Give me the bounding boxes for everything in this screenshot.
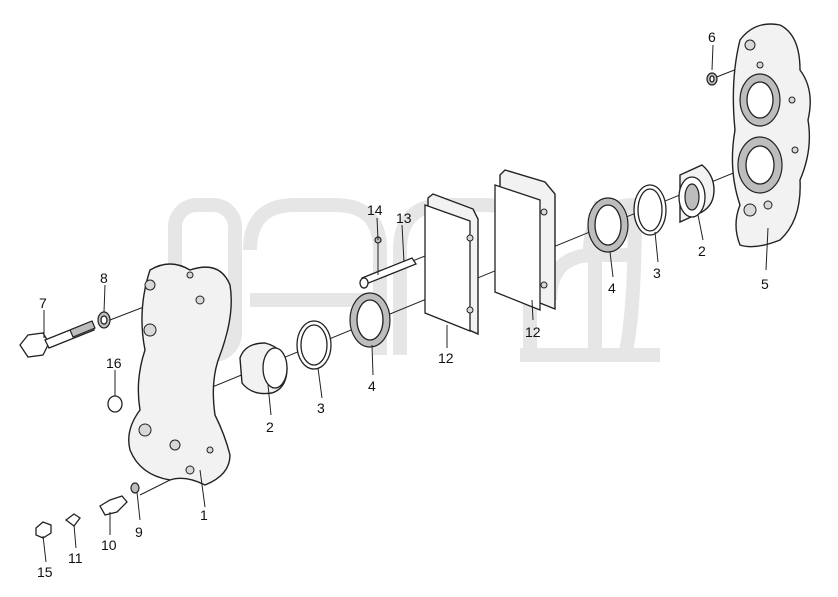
callout-7: 7: [39, 295, 47, 311]
callout-labels: 1 2 2 3 3 4 4 5 6 7 8 9 10 11 12 12 13 1…: [37, 29, 769, 580]
leader-lines: [42, 44, 769, 563]
washer-8: [97, 311, 111, 329]
callout-16: 16: [106, 355, 122, 371]
seal-9: [130, 482, 140, 494]
guide-pin-13: [359, 257, 417, 289]
callout-11: 11: [68, 550, 83, 566]
washer-16: [107, 395, 123, 413]
dust-seal-right: [587, 197, 629, 253]
callout-4-left: 4: [368, 378, 376, 394]
callout-12-left: 12: [438, 350, 454, 366]
callout-3-left: 3: [317, 400, 325, 416]
callout-15: 15: [37, 564, 53, 580]
callout-9: 9: [135, 524, 143, 540]
cap-15: [35, 521, 52, 539]
callout-2-right: 2: [698, 243, 706, 259]
callout-5: 5: [761, 276, 769, 292]
watermark-logo: TM: [168, 197, 660, 362]
callout-10: 10: [101, 537, 117, 553]
caliper-right-half: [731, 23, 811, 248]
dust-seal-left: [349, 292, 391, 348]
callout-8: 8: [100, 270, 108, 286]
piston-right: [678, 164, 715, 224]
callout-12-right: 12: [525, 324, 541, 340]
cap-11: [64, 513, 81, 527]
callout-1: 1: [200, 507, 208, 523]
bleeder-screw-10: [99, 495, 128, 516]
callout-3-right: 3: [653, 265, 661, 281]
seal-ring-left: [296, 320, 332, 370]
callout-4-right: 4: [608, 280, 616, 296]
brake-pad-right: [494, 169, 556, 311]
callout-6: 6: [708, 29, 716, 45]
caliper-left-half: [128, 263, 232, 486]
seal-ring-right: [633, 184, 667, 236]
brake-pad-left: [424, 193, 479, 336]
piston-left: [239, 342, 288, 395]
bolt-7: [19, 320, 96, 358]
callout-2-left: 2: [266, 419, 274, 435]
callout-14: 14: [367, 202, 383, 218]
callout-13: 13: [396, 210, 412, 226]
nut-6: [706, 72, 718, 86]
